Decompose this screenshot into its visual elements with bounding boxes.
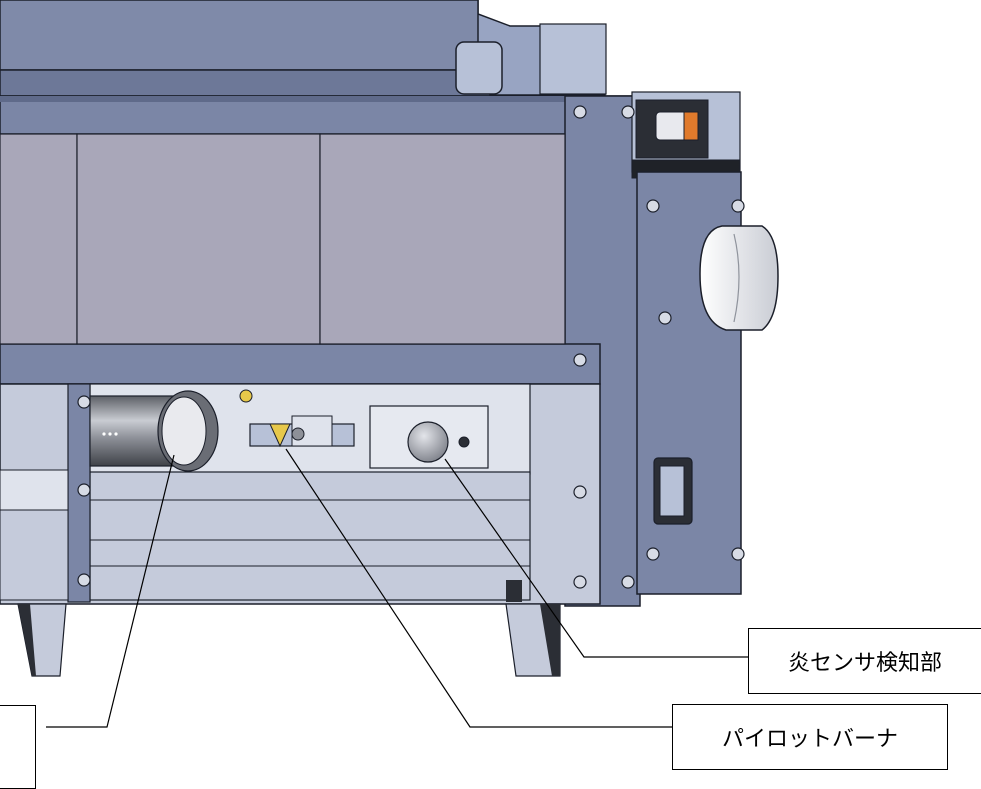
screws — [77, 105, 745, 589]
window-panels — [0, 133, 566, 345]
feet — [17, 580, 561, 677]
leader-line-pilot-burner — [285, 448, 672, 728]
leader-line-left-box — [46, 454, 175, 728]
flame-sensor — [407, 421, 470, 463]
pilot-burner-assembly — [239, 389, 355, 448]
top-housing — [0, 0, 607, 97]
leader-line-flame-sensor — [444, 458, 748, 658]
burner-cylinder — [89, 390, 219, 472]
right-control-box — [631, 91, 779, 595]
burner-label-cropped — [0, 705, 36, 789]
pilot-burner-label: パイロットバーナ — [672, 704, 948, 770]
leader-lines — [46, 448, 748, 728]
flame-sensor-label: 炎センサ検知部 — [748, 628, 981, 694]
front-frame — [0, 95, 641, 607]
